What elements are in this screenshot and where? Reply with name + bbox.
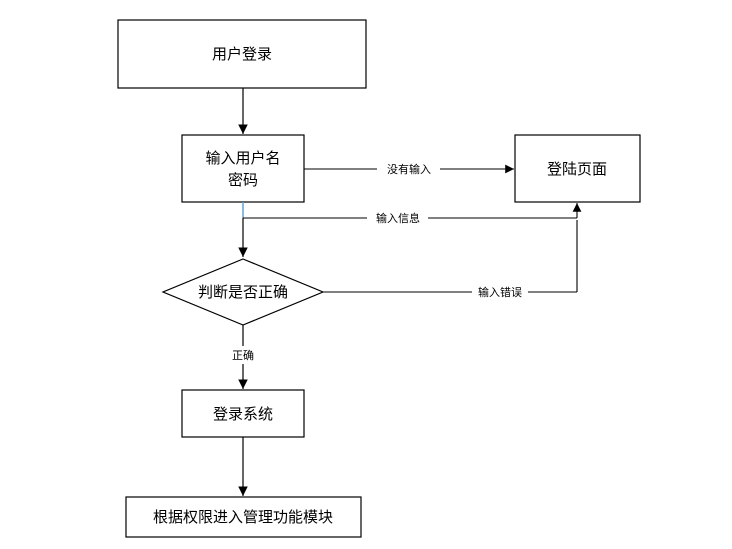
node-input-credentials-line2: 密码	[228, 171, 258, 189]
edge-input-error-label: 输入错误	[478, 285, 522, 299]
node-login-system: 登录系统	[181, 389, 305, 438]
node-decision: 判断是否正确	[161, 258, 325, 326]
node-enter-module: 根据权限进入管理功能模块	[125, 496, 362, 538]
node-input-credentials-line1: 输入用户名	[205, 149, 280, 167]
node-user-login-label: 用户登录	[212, 45, 272, 63]
edge-no-input-label: 没有输入	[387, 162, 431, 176]
edge-correct: 正确	[232, 325, 254, 389]
node-login-page-label: 登陆页面	[547, 160, 607, 178]
node-login-page: 登陆页面	[514, 134, 641, 203]
edge-input-info-label: 输入信息	[376, 211, 420, 225]
node-login-system-label: 登录系统	[213, 405, 273, 423]
edge-input-info: 输入信息	[238, 203, 582, 257]
edge-input-error: 输入错误	[323, 220, 578, 299]
node-decision-label: 判断是否正确	[198, 283, 288, 301]
edge-no-input: 没有输入	[304, 162, 514, 176]
node-input-credentials: 输入用户名 密码	[181, 134, 305, 203]
node-enter-module-label: 根据权限进入管理功能模块	[153, 508, 333, 526]
node-user-login: 用户登录	[117, 19, 367, 89]
edge-correct-label: 正确	[232, 349, 254, 362]
